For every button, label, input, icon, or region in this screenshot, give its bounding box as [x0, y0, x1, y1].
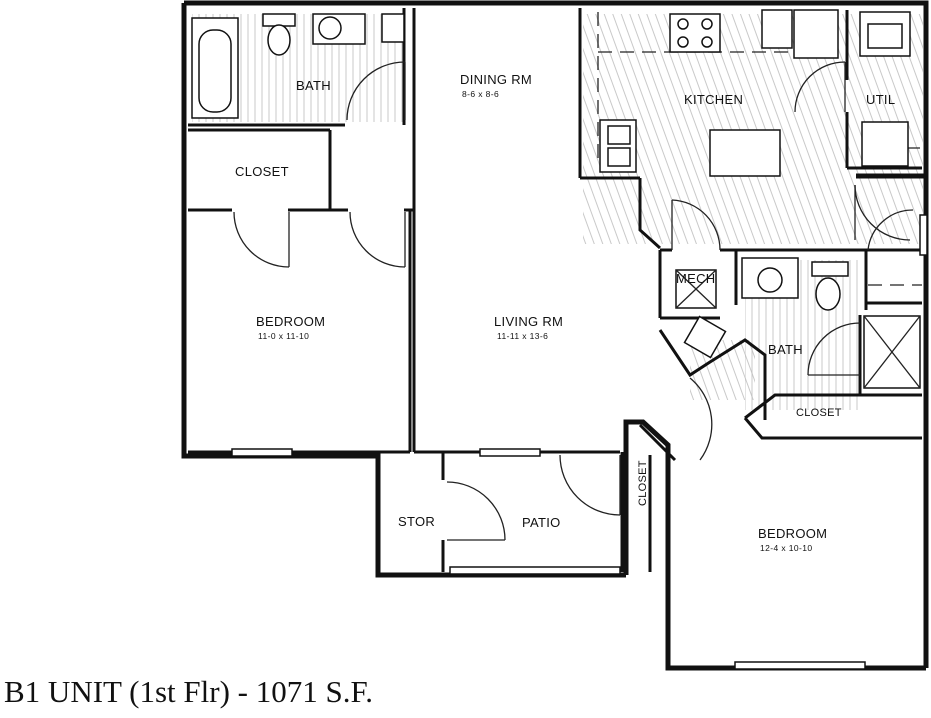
fixtures [191, 9, 921, 389]
bath2-label: BATH [768, 342, 803, 357]
closet2-label: CLOSET [796, 407, 842, 419]
util-label: UTIL [866, 92, 895, 107]
unit-caption: B1 UNIT (1st Flr) - 1071 S.F. [4, 674, 373, 709]
bedroom1-dims: 11-0 x 11-10 [258, 331, 309, 341]
bedroom2-label: BEDROOM [758, 526, 827, 541]
refrigerator [761, 9, 793, 49]
dining-dims: 8-6 x 8-6 [462, 89, 499, 99]
kitchen-island [709, 129, 781, 177]
toilet-tank [811, 261, 849, 277]
dining-label: DINING RM [460, 72, 532, 87]
exterior-walls [181, 0, 929, 671]
closet1-label: CLOSET [235, 164, 289, 179]
kitchen-label: KITCHEN [684, 92, 743, 107]
range [669, 13, 721, 53]
door-swings [233, 61, 914, 541]
dryer [861, 121, 909, 167]
interior-walls [188, 8, 922, 572]
bedroom1-label: BEDROOM [256, 314, 325, 329]
stor-label: STOR [398, 514, 435, 529]
windows [231, 214, 928, 670]
bath1-label: BATH [296, 78, 331, 93]
room-labels: BATH CLOSET DINING RM 8-6 x 8-6 KITCHEN … [235, 72, 895, 553]
mech-label: MECH [676, 271, 715, 286]
living-dims: 11-11 x 13-6 [497, 331, 548, 341]
patio-label: PATIO [522, 515, 561, 530]
closet3-label: CLOSET [637, 460, 649, 506]
toilet-tank [262, 13, 296, 27]
living-label: LIVING RM [494, 314, 563, 329]
bedroom2-dims: 12-4 x 10-10 [760, 543, 813, 553]
